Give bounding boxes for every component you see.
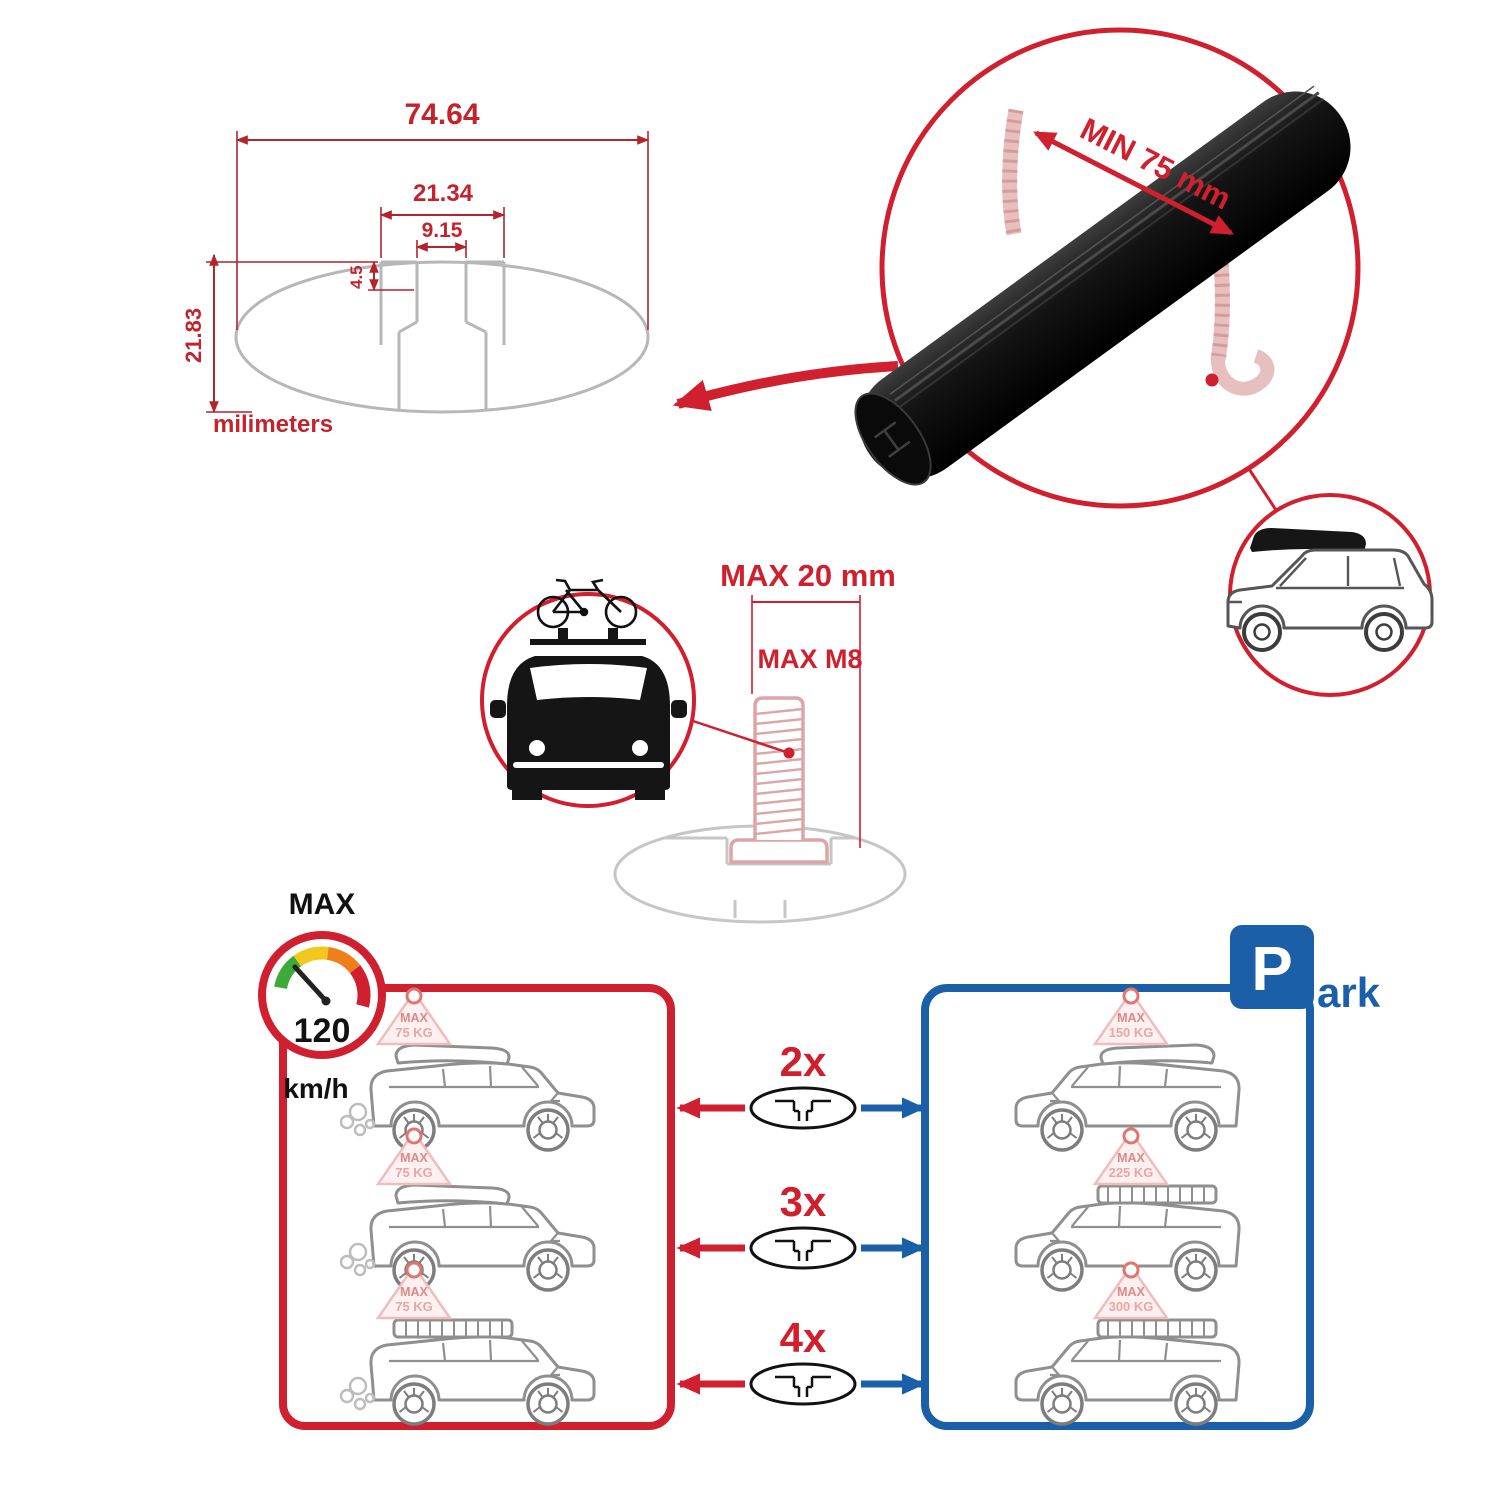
bolt-diagram: MAX 20 mm MAX M8 xyxy=(613,558,907,924)
dim-channel-width-label: 21.34 xyxy=(413,180,474,207)
load-tag: MAX 225 KG xyxy=(1092,1127,1170,1186)
crossbar-count-icon xyxy=(749,1226,857,1270)
load-tag: MAX 75 KG xyxy=(375,1127,453,1186)
park-sign: P ark xyxy=(1230,925,1381,1016)
parked-zone-box: MAX 150 KG MAX 225 KG MAX 300 KG xyxy=(921,984,1314,1430)
circle-connector-line xyxy=(1247,468,1278,511)
bolt-icon xyxy=(729,696,829,864)
dim-slot-width-label: 9.15 xyxy=(422,219,463,242)
gauge-needle xyxy=(292,964,329,1004)
bike-icon xyxy=(536,578,638,629)
multiplier-label: 3x xyxy=(780,1178,827,1225)
crossbar-detail-circle: MIN 75 mm xyxy=(854,27,1361,509)
gauge-unit-label: km/h xyxy=(283,1073,348,1104)
crossbar-count-icon xyxy=(749,1362,857,1406)
bike-car-circle xyxy=(480,578,696,808)
load-tag-line2: 75 KG xyxy=(395,1299,433,1314)
load-tag-line2: 300 KG xyxy=(1109,1299,1154,1314)
load-tag: MAX 75 KG xyxy=(375,1261,453,1320)
gauge-needle-pivot xyxy=(321,996,331,1006)
load-tag-line1: MAX xyxy=(400,1285,428,1299)
bolt-pointer-dot xyxy=(783,747,795,759)
bolt-dimension-lines xyxy=(751,595,861,848)
gauge-value: 120 xyxy=(294,1012,351,1050)
load-tag-line2: 150 KG xyxy=(1109,1025,1154,1040)
load-tag-line1: MAX xyxy=(400,1011,428,1025)
load-tag: MAX 75 KG xyxy=(375,987,453,1046)
min-span-arrow-icon xyxy=(1032,130,1235,236)
roofbox-suv-icon xyxy=(1226,528,1434,652)
load-tag-line1: MAX xyxy=(1117,1011,1145,1025)
speed-gauge: MAX 120 km/h xyxy=(258,888,386,1104)
load-tag-line1: MAX xyxy=(1117,1151,1145,1165)
gauge-arc-red xyxy=(349,965,371,1008)
crossbar-profile-drawing xyxy=(234,260,650,414)
multiplier-column: 2x 3x 4x xyxy=(676,1038,926,1406)
gauge-arc-orange xyxy=(326,946,361,974)
max-thread-label: MAX M8 xyxy=(757,644,862,674)
gauge-max-label: MAX xyxy=(289,888,356,921)
load-tag-line1: MAX xyxy=(1117,1285,1145,1299)
gauge-arc-green xyxy=(274,955,302,990)
gauge-arc-yellow xyxy=(293,946,329,967)
dim-lip-height-label: 4.5 xyxy=(347,265,366,289)
park-sign-suffix: ark xyxy=(1317,969,1381,1016)
load-tag: MAX 300 KG xyxy=(1092,1261,1170,1320)
u-bolt-dot xyxy=(1205,373,1219,387)
max-length-label: MAX 20 mm xyxy=(720,558,896,593)
car-front-icon xyxy=(490,628,687,800)
dim-total-height-label: 21.83 xyxy=(181,308,206,363)
dimension-lines xyxy=(206,131,650,414)
pointer-arrow-icon xyxy=(672,361,899,412)
park-sign-letter: P xyxy=(1251,935,1292,1004)
load-tag-line2: 75 KG xyxy=(395,1165,433,1180)
roofbox-car-circle xyxy=(1226,493,1434,697)
multiplier-label: 2x xyxy=(780,1038,827,1085)
cross-section-diagram: 74.64 21.34 9.15 4.5 21.83 milimeters xyxy=(181,98,650,438)
multiplier-label: 4x xyxy=(780,1314,827,1361)
dim-total-width-label: 74.64 xyxy=(404,98,479,131)
units-label: milimeters xyxy=(213,411,333,438)
load-tag-line2: 225 KG xyxy=(1109,1165,1154,1180)
bolt-pointer-line xyxy=(677,714,787,754)
load-tag-line1: MAX xyxy=(400,1151,428,1165)
load-tag-line2: 75 KG xyxy=(395,1025,433,1040)
load-tag: MAX 150 KG xyxy=(1092,987,1170,1046)
driving-zone-box: MAX 75 KG MAX 75 KG MAX 75 KG xyxy=(279,984,675,1430)
crossbar-count-icon xyxy=(749,1086,857,1130)
